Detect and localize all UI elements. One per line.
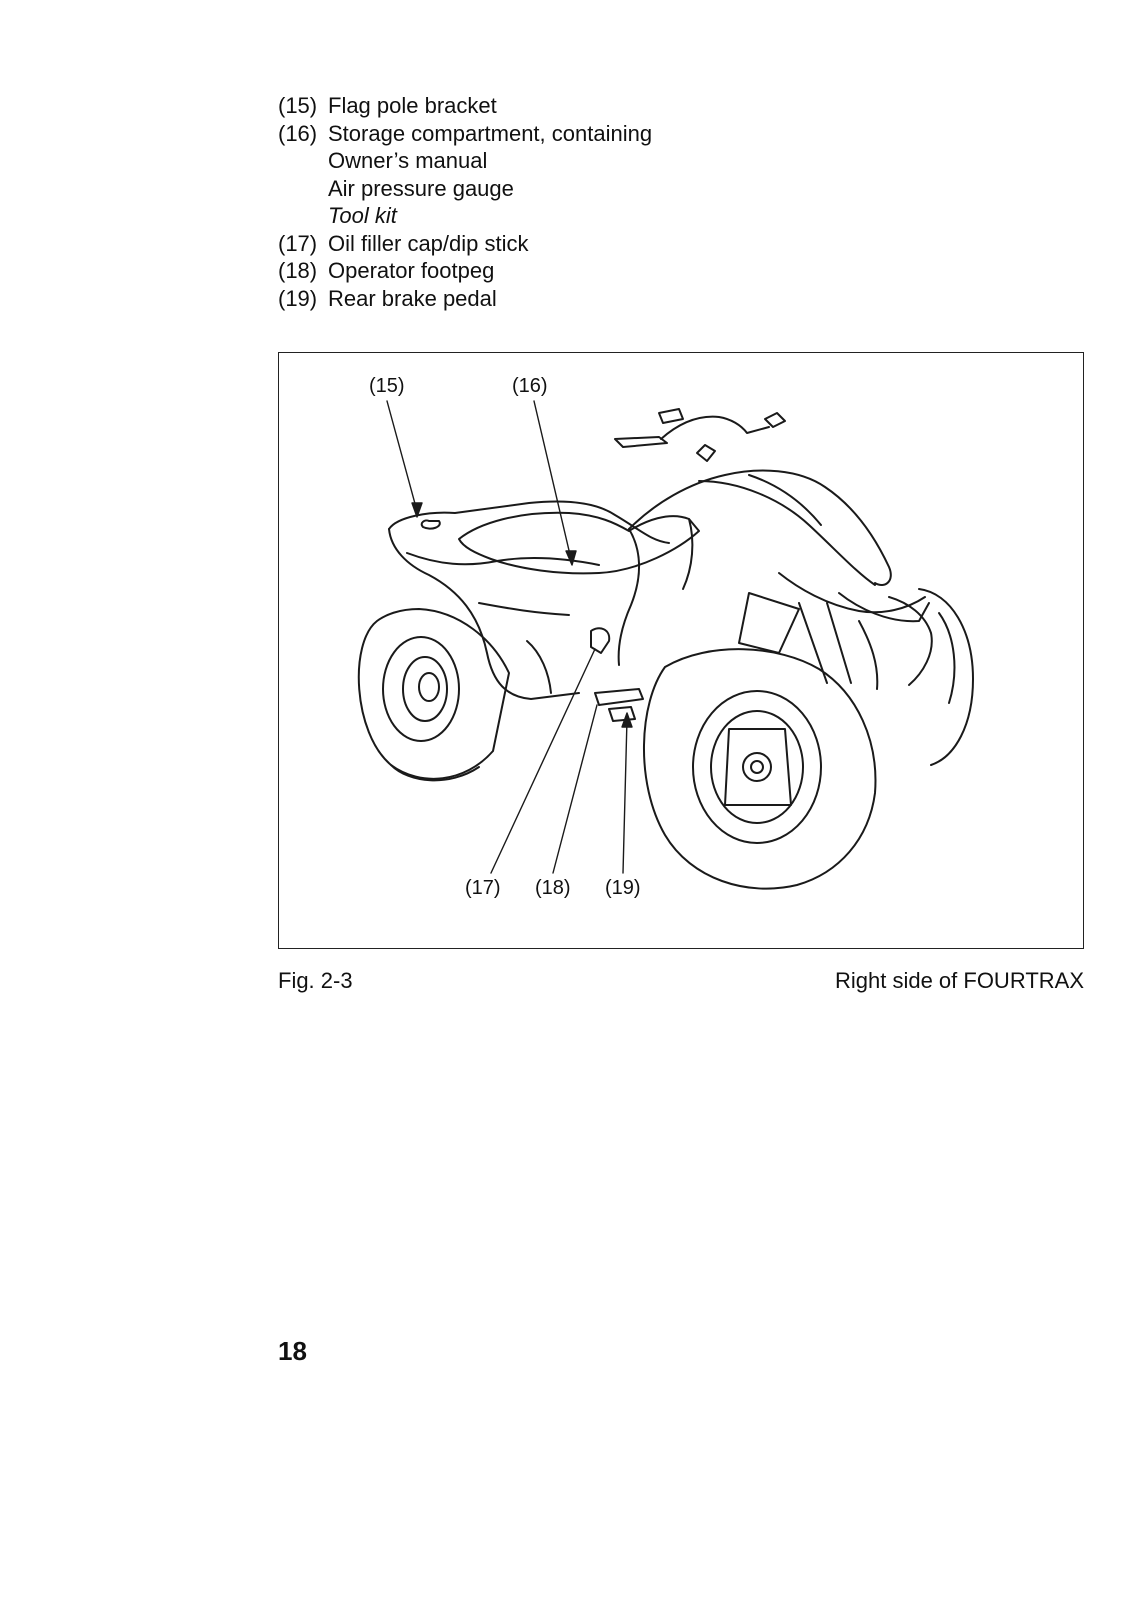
legend-item-17: (17)Oil filler cap/dip stick (278, 230, 529, 256)
atv-figure: (15) (16) (17) (18) (19) (278, 352, 1084, 949)
seat-drawing (458, 511, 700, 575)
callout-19: (19) (605, 877, 641, 899)
legend-item-18: (18)Operator footpeg (278, 258, 495, 283)
figure-label: Fig. 2-3 (278, 968, 353, 993)
callout-17: (17) (465, 877, 501, 899)
legend-subitem-tool-kit: Tool kit (328, 203, 397, 228)
front-wheel-far-drawing (918, 588, 974, 766)
rear-fender-drawing (388, 500, 670, 700)
page-number: 18 (278, 1336, 307, 1366)
callout-15: (15) (369, 375, 405, 397)
atv-illustration (357, 400, 974, 890)
figure-title: Right side of FOURTRAX (834, 968, 1084, 993)
callout-18: (18) (535, 877, 571, 899)
handlebar-drawing (614, 408, 786, 462)
front-body-drawing (617, 469, 892, 666)
rear-wheel-drawing (357, 608, 510, 782)
legend-subitem-owners-manual: Owner’s manual (328, 148, 488, 173)
front-bumper-drawing (738, 572, 933, 690)
legend-item-19: (19)Rear brake pedal (278, 285, 497, 311)
legend-subitem-air-pressure-gauge: Air pressure gauge (328, 175, 514, 201)
callout-16: (16) (512, 375, 548, 397)
legend-item-16: (16)Storage compartment, containing (278, 120, 653, 146)
legend-item-15: (15)Flag pole bracket (278, 93, 497, 118)
leader-lines (386, 400, 633, 874)
parts-legend: (15)Flag pole bracket (16)Storage compar… (278, 92, 878, 312)
front-wheel-near-drawing (643, 648, 877, 890)
footpeg-area-drawing (590, 627, 644, 722)
